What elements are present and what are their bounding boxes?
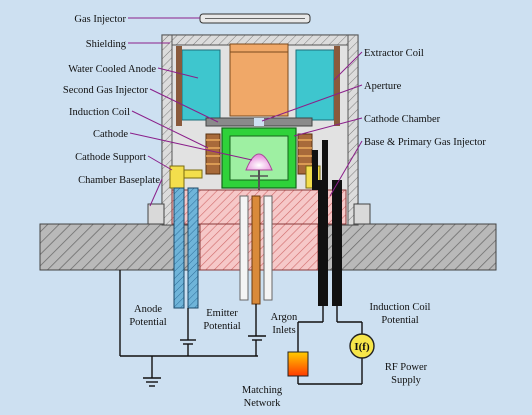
label-anode-potential-1: Anode xyxy=(134,304,162,315)
rf-power-supply: I(f) xyxy=(349,333,375,359)
leader-lines-right xyxy=(261,51,363,197)
label-gas-injector: Gas Injector xyxy=(74,14,126,25)
cathode xyxy=(245,153,273,196)
leader-lines-left xyxy=(128,17,253,207)
label-water-cooled-anode: Water Cooled Anode xyxy=(68,64,156,75)
label-induction-coil: Induction Coil xyxy=(69,107,130,118)
label-anode-potential-2: Potential xyxy=(129,317,166,328)
label-matching-network-2: Network xyxy=(244,398,281,409)
label-emitter-potential-2: Potential xyxy=(203,321,240,332)
aperture-plate xyxy=(205,117,313,127)
feedthrough-tubes xyxy=(173,140,342,309)
water-cooled-anode xyxy=(176,46,340,126)
label-induction-coil-potential-2: Potential xyxy=(381,315,418,326)
label-induction-coil-potential-1: Induction Coil xyxy=(370,302,431,313)
induction-coil xyxy=(205,133,313,175)
label-shielding: Shielding xyxy=(86,39,127,50)
circuit-wires xyxy=(119,270,363,387)
label-second-gas-injector: Second Gas Injector xyxy=(63,85,149,96)
labels-bottom: Anode Potential Emitter Potential Argon … xyxy=(129,302,430,409)
label-cathode: Cathode xyxy=(93,129,128,140)
label-aperture: Aperture xyxy=(364,81,402,92)
matching-network-box xyxy=(287,351,309,377)
label-chamber-baseplate: Chamber Baseplate xyxy=(78,175,160,186)
label-argon-inlets-2: Inlets xyxy=(272,325,295,336)
label-rf-power-supply-2: Supply xyxy=(391,375,422,386)
labels-left: Gas Injector Shielding Water Cooled Anod… xyxy=(63,14,160,186)
label-argon-inlets-1: Argon xyxy=(271,312,298,323)
label-extractor-coil: Extractor Coil xyxy=(364,48,424,59)
rf-symbol: I(f) xyxy=(354,341,370,353)
label-matching-network-1: Matching xyxy=(242,385,283,396)
label-rf-power-supply-1: RF Power xyxy=(385,362,428,373)
label-cathode-support: Cathode Support xyxy=(75,152,146,163)
extractor-coil xyxy=(229,43,289,117)
labels-right: Extractor Coil Aperture Cathode Chamber … xyxy=(364,48,486,148)
label-cathode-chamber: Cathode Chamber xyxy=(364,114,441,125)
label-emitter-potential-1: Emitter xyxy=(206,308,238,319)
label-base-primary-gas-injector: Base & Primary Gas Injector xyxy=(364,137,486,148)
gas-injector-tube xyxy=(199,13,311,24)
